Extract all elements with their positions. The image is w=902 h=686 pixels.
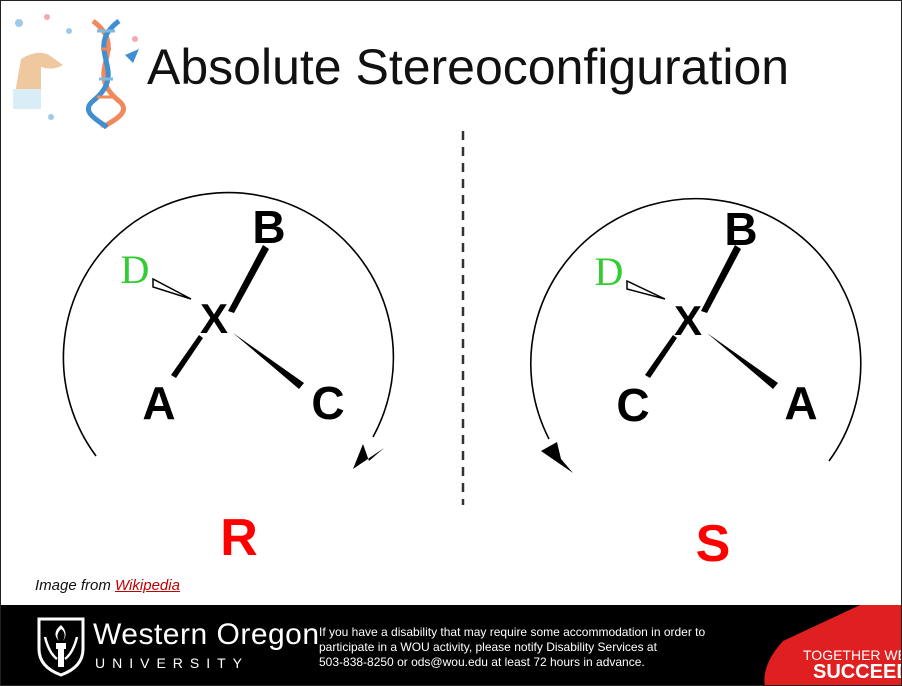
wou-logo[interactable]: Western Oregon UNIVERSITY bbox=[31, 611, 319, 681]
r-bond-wedge bbox=[152, 277, 192, 300]
r-bond-top bbox=[228, 245, 269, 313]
logo-subtitle: UNIVERSITY bbox=[95, 655, 250, 671]
s-atom-top: B bbox=[724, 203, 757, 255]
r-atom-wedge: D bbox=[121, 247, 150, 292]
wikipedia-link[interactable]: Wikipedia bbox=[115, 577, 180, 594]
r-atom-top: B bbox=[252, 201, 285, 253]
tagline-top: TOGETHER WE bbox=[803, 647, 902, 663]
r-rotation-arc bbox=[62, 191, 395, 457]
s-config-label: S bbox=[696, 515, 731, 573]
caption-prefix: Image from bbox=[35, 577, 116, 594]
r-bond-left bbox=[171, 335, 203, 378]
s-atom-bottom-right: A bbox=[784, 377, 817, 429]
s-atom-bottom-left: C bbox=[616, 379, 649, 431]
s-atom-center: X bbox=[674, 297, 702, 344]
dna-hand-icon bbox=[13, 14, 139, 129]
notice-line: participate in a WOU activity, please no… bbox=[319, 640, 657, 654]
image-caption: Image from Wikipedia bbox=[35, 577, 180, 594]
s-arrowhead-icon bbox=[541, 442, 573, 473]
tagline-bottom: SUCCEED bbox=[813, 661, 902, 683]
s-rotation-arc bbox=[530, 197, 862, 462]
s-atom-wedge: D bbox=[595, 249, 624, 294]
s-bond-left bbox=[645, 335, 677, 378]
r-atom-bottom-left: A bbox=[142, 377, 175, 429]
stereo-diagram: X B D A C R X B D C A S bbox=[62, 131, 862, 573]
r-config-label: R bbox=[220, 509, 258, 567]
slide-title: Absolute Stereoconfiguration bbox=[147, 39, 790, 95]
disability-notice: If you have a disability that may requir… bbox=[319, 625, 759, 670]
s-bond-right bbox=[707, 333, 778, 389]
notice-line: If you have a disability that may requir… bbox=[319, 625, 706, 639]
r-atom-bottom-right: C bbox=[311, 377, 344, 429]
s-molecule: X B D C A S bbox=[530, 197, 862, 573]
r-atom-center: X bbox=[200, 295, 228, 342]
tagline-banner bbox=[764, 605, 901, 685]
r-bond-right bbox=[233, 333, 304, 389]
footer: Western Oregon UNIVERSITY If you have a … bbox=[1, 605, 902, 685]
notice-line: 503-838-8250 or ods@wou.edu at least 72 … bbox=[319, 655, 645, 669]
logo-name: Western Oregon bbox=[93, 618, 320, 651]
r-arrowhead-icon bbox=[353, 444, 384, 469]
s-bond-top bbox=[701, 245, 741, 313]
torch-seal-icon bbox=[37, 617, 85, 677]
s-bond-wedge bbox=[626, 279, 666, 300]
r-molecule: X B D A C R bbox=[62, 191, 395, 567]
